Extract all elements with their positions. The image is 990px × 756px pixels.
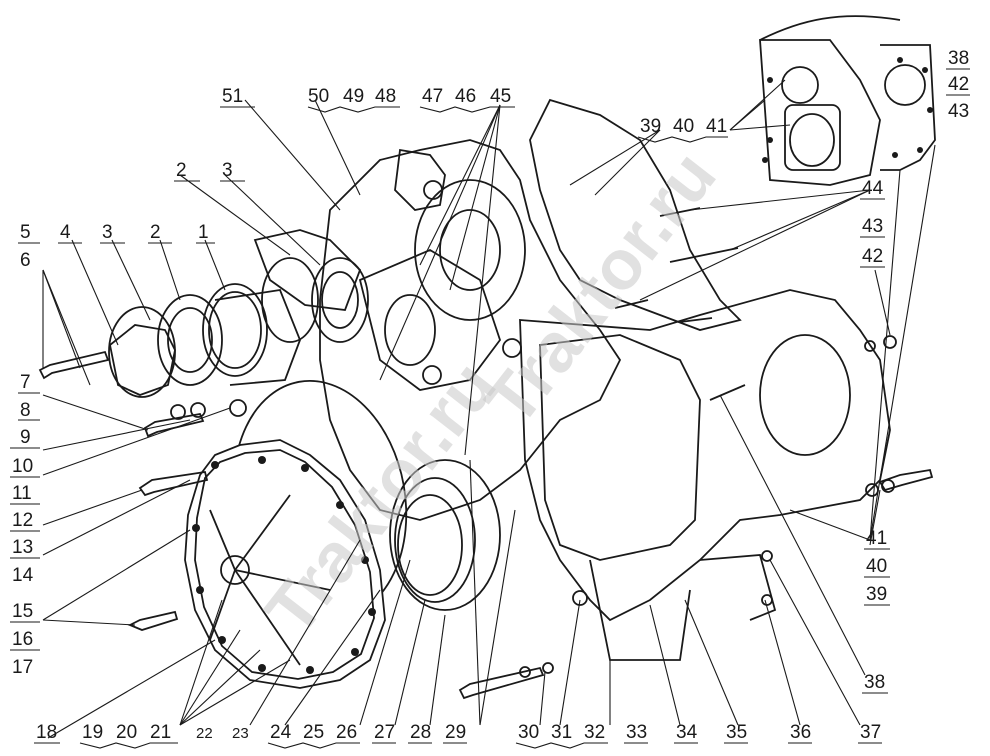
label-38-top: 38 (948, 48, 969, 69)
label-45: 45 (490, 86, 511, 107)
label-47: 47 (422, 86, 443, 107)
label-3b: 3 (222, 160, 233, 181)
label-underlines (10, 68, 970, 749)
label-15: 15 (12, 601, 33, 622)
label-13: 13 (12, 537, 33, 558)
label-5: 5 (20, 222, 31, 243)
label-41: 41 (706, 116, 727, 137)
label-37: 37 (860, 722, 881, 743)
label-28: 28 (410, 722, 431, 743)
label-40: 40 (673, 116, 694, 137)
label-1: 1 (198, 222, 209, 243)
label-23: 23 (232, 725, 249, 742)
label-40-right: 40 (866, 556, 887, 577)
label-7: 7 (20, 372, 31, 393)
label-35: 35 (726, 722, 747, 743)
label-27: 27 (374, 722, 395, 743)
label-24: 24 (270, 722, 292, 743)
label-44: 44 (862, 178, 884, 199)
label-4: 4 (60, 222, 71, 243)
label-39-right: 39 (866, 584, 887, 605)
label-26: 26 (336, 722, 357, 743)
label-32: 32 (584, 722, 605, 743)
part-labels: 5 6 7 8 9 10 11 12 13 14 15 16 17 4 3 2 … (12, 48, 969, 743)
label-36: 36 (790, 722, 811, 743)
leader-lines (42, 79, 936, 739)
label-33: 33 (626, 722, 647, 743)
label-19: 19 (82, 722, 103, 743)
label-51: 51 (222, 86, 243, 107)
label-3a: 3 (102, 222, 113, 243)
parts-drawing (38, 15, 936, 700)
label-38-right: 38 (864, 672, 885, 693)
label-29: 29 (445, 722, 466, 743)
label-12: 12 (12, 510, 33, 531)
label-9: 9 (20, 427, 31, 448)
label-22: 22 (196, 725, 213, 742)
label-11: 11 (12, 483, 32, 504)
label-6: 6 (20, 250, 31, 271)
watermark: Traktor.ru Traktor.ru (250, 137, 730, 649)
label-10: 10 (12, 456, 33, 477)
label-14: 14 (12, 565, 34, 586)
label-48: 48 (375, 86, 396, 107)
label-41-right: 41 (866, 528, 887, 549)
label-42-right: 42 (862, 246, 883, 267)
label-16: 16 (12, 629, 33, 650)
label-30: 30 (518, 722, 539, 743)
label-39: 39 (640, 116, 661, 137)
label-43-top: 43 (948, 101, 969, 122)
label-43-right: 43 (862, 216, 883, 237)
label-20: 20 (116, 722, 137, 743)
watermark-text-2: Traktor.ru (470, 137, 730, 439)
label-46: 46 (455, 86, 476, 107)
label-42-top: 42 (948, 74, 969, 95)
label-18: 18 (36, 722, 57, 743)
label-21: 21 (150, 722, 171, 743)
label-17: 17 (12, 657, 33, 678)
label-34: 34 (676, 722, 698, 743)
label-8: 8 (20, 400, 31, 421)
label-31: 31 (551, 722, 572, 743)
label-49: 49 (343, 86, 364, 107)
label-50: 50 (308, 86, 329, 107)
label-25: 25 (303, 722, 324, 743)
label-2b: 2 (176, 160, 187, 181)
label-2a: 2 (150, 222, 161, 243)
